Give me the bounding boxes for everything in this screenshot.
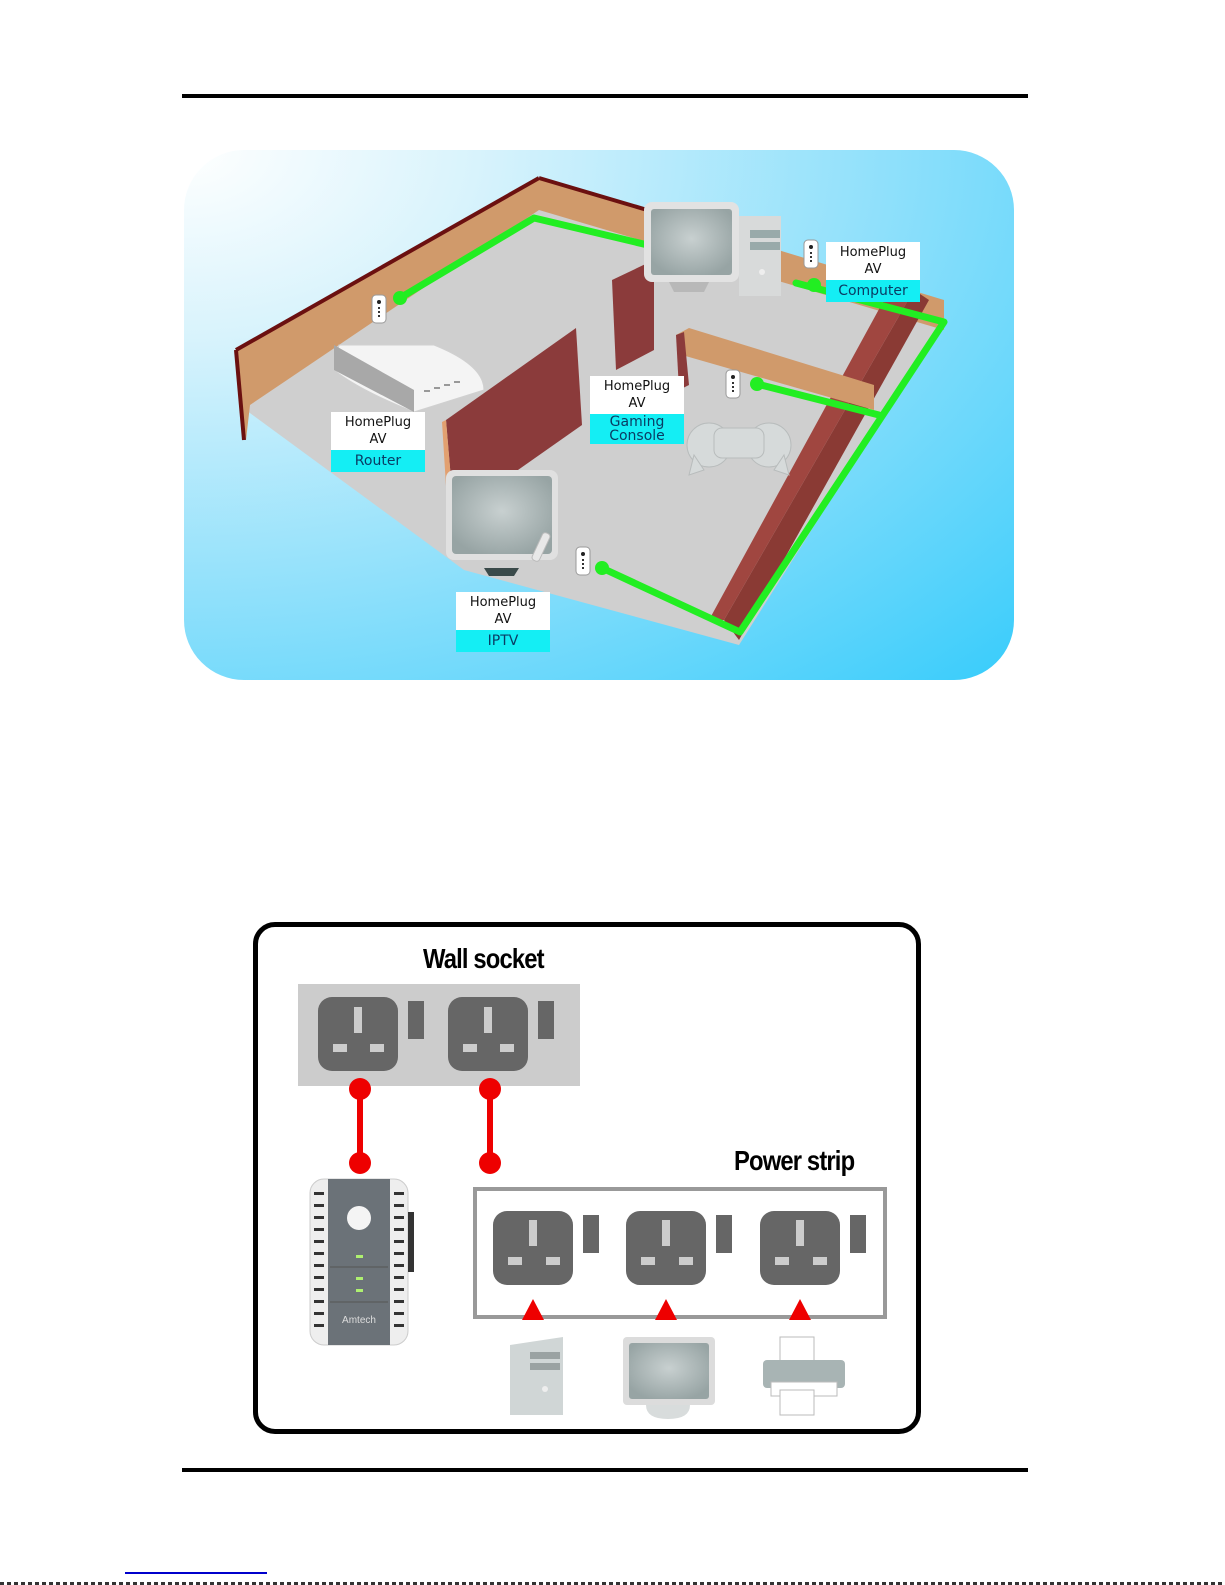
monitor-icon (623, 1337, 715, 1419)
pc-tower-icon (510, 1337, 563, 1415)
power-cable (349, 1078, 501, 1174)
header-rule (182, 94, 1028, 98)
router-label-top: HomePlug AV (331, 412, 425, 450)
computer-label-name: Computer (826, 280, 920, 302)
homeplug-adapter: Amtech (310, 1179, 414, 1345)
router-label-name: Router (331, 450, 425, 472)
computer-label: HomePlug AV Computer (826, 242, 920, 302)
homeplug-network-diagram: HomePlug AV Router HomePlug AV Computer … (184, 150, 1014, 680)
printer-icon (763, 1337, 845, 1415)
gaming-label-line2: Console (594, 429, 680, 443)
power-strip-outlet (493, 1211, 866, 1285)
iptv-label-name: IPTV (456, 630, 550, 652)
power-diagram-graphics: Amtech (258, 927, 918, 1431)
computer-label-top: HomePlug AV (826, 242, 920, 280)
gaming-label-line1: Gaming (594, 415, 680, 429)
iptv-label-top: HomePlug AV (456, 592, 550, 630)
iptv-label: HomePlug AV IPTV (456, 592, 550, 652)
footer-link-underline[interactable] (125, 1572, 267, 1574)
router-label: HomePlug AV Router (331, 412, 425, 472)
power-connection-diagram: Wall socket Power strip (253, 922, 921, 1434)
gaming-console-label: HomePlug AV Gaming Console (590, 376, 684, 444)
adapter-brand-text: Amtech (342, 1315, 376, 1326)
computer-device (644, 202, 781, 296)
gaming-label-top: HomePlug AV (590, 376, 684, 414)
footer-rule (182, 1468, 1028, 1472)
